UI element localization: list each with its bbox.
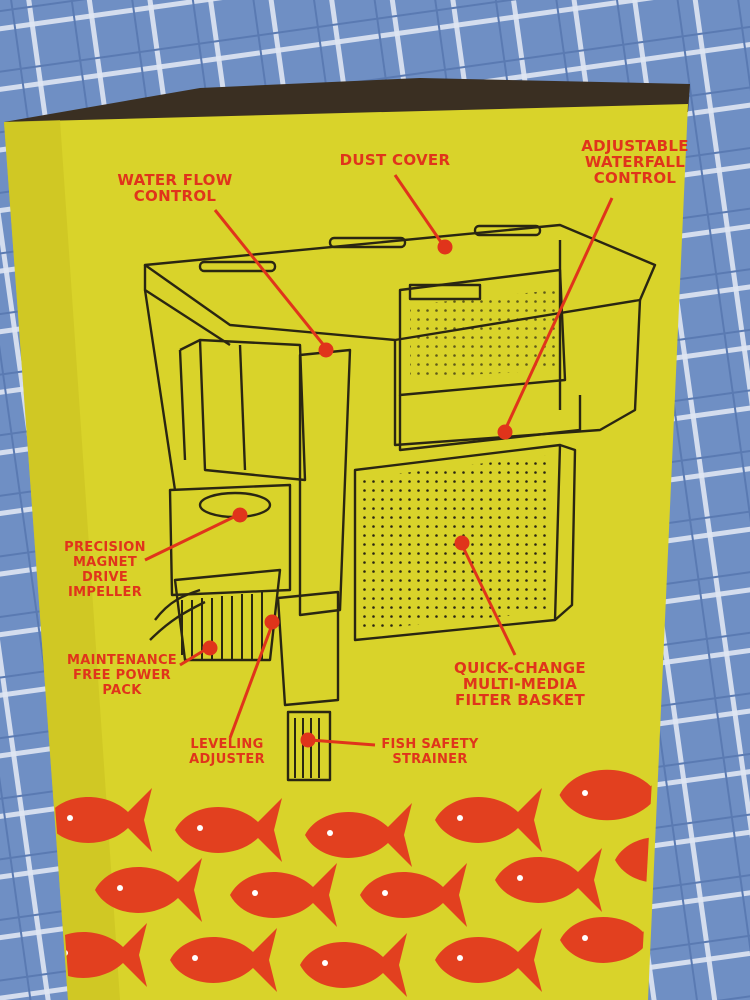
fish-eyes [62,790,588,966]
label-dust-cover: DUST COVER [339,151,451,169]
label-adjustable-waterfall-control: ADJUSTABLE WATERFALL CONTROL [581,137,689,187]
label-fish-safety-strainer: FISH SAFETY STRAINER [381,737,479,767]
callout-leaders [144,174,614,748]
label-leveling-adjuster: LEVELING ADJUSTER [189,737,265,767]
label-precision-magnet-drive-impeller: PRECISION MAGNET DRIVE IMPELLER [64,540,146,600]
label-quick-change-filter-basket: QUICK-CHANGE MULTI-MEDIA FILTER BASKET [454,659,586,709]
label-water-flow-control: WATER FLOW CONTROL [117,171,233,205]
label-maintenance-free-power-pack: MAINTENANCE FREE POWER PACK [66,653,177,698]
filter-diagram [143,223,657,782]
box-panel-shade [4,120,120,1000]
